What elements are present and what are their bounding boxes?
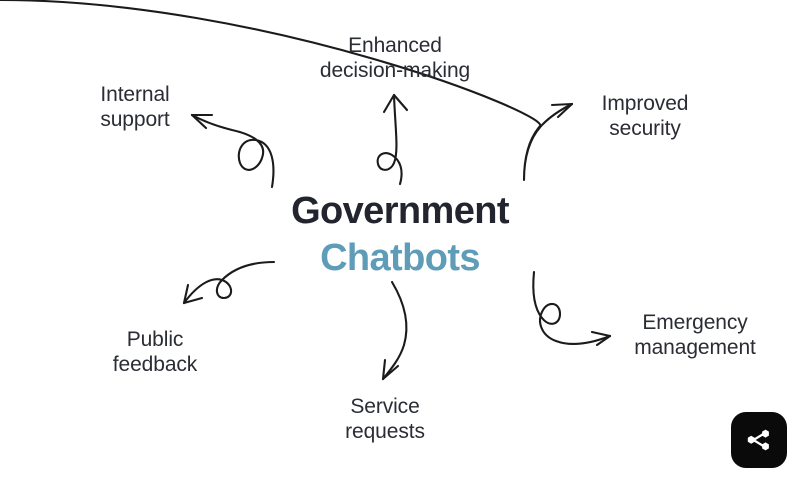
- node-label-enhanced-decision-making: Enhanced decision-making: [319, 34, 471, 82]
- arrow-to-emergency-management: [532, 270, 612, 347]
- node-label-public-feedback: Public feedback: [112, 328, 198, 376]
- center-title-line-2: Chatbots: [320, 237, 480, 279]
- center-title: Government Chatbots: [230, 188, 570, 282]
- arrow-to-service-requests: [381, 280, 408, 381]
- node-label-service-requests: Service requests: [345, 395, 425, 443]
- arrow-to-enhanced-decision-making: [376, 93, 409, 186]
- node-label-internal-support: Internal support: [100, 83, 170, 131]
- share-button[interactable]: [731, 412, 787, 468]
- share-icon: [747, 429, 769, 451]
- center-title-line-1: Government: [291, 190, 509, 232]
- node-label-improved-security: Improved security: [601, 92, 689, 140]
- node-label-emergency-management: Emergency management: [634, 311, 756, 359]
